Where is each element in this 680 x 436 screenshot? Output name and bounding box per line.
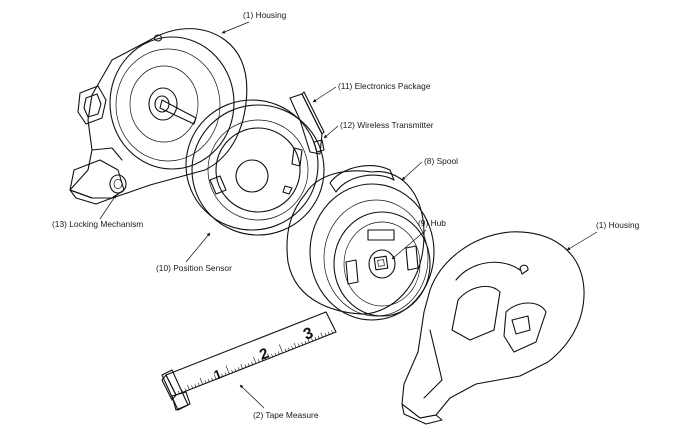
tape-tick (240, 363, 243, 369)
hub (368, 249, 396, 279)
tape-tick (211, 377, 213, 381)
tape-tick (264, 356, 267, 360)
tape-tick (244, 364, 247, 368)
label-position-sensor: (10) Position Sensor (156, 263, 232, 273)
tape-tick (304, 340, 307, 344)
tape-tick (231, 369, 233, 373)
label-tape: (2) Tape Measure (253, 410, 319, 420)
callout-housing-right: (1) Housing (566, 220, 640, 251)
tape-tick (177, 390, 180, 394)
tape-tick (267, 353, 270, 359)
callout-tape: (2) Tape Measure (239, 384, 319, 420)
tape-tick (320, 332, 323, 338)
tape-number-3: 3 (301, 325, 316, 344)
tape-tick (207, 378, 210, 382)
position-sensor (185, 99, 325, 236)
spool (286, 165, 435, 321)
tape-tick (306, 335, 310, 343)
tape-tick (261, 357, 263, 361)
tape-tick (327, 331, 330, 335)
tape-tick (257, 359, 260, 363)
tape-tick (199, 377, 203, 385)
tape-tick (225, 365, 230, 375)
label-housing-top: (1) Housing (243, 10, 287, 20)
housing-right (401, 231, 585, 425)
tape-tick (317, 335, 320, 339)
callout-electronics: (11) Electronics Package (312, 81, 431, 103)
tape-measure: 1 2 3 (161, 311, 337, 411)
tape-tick (237, 367, 240, 371)
tape-tick (331, 330, 333, 334)
tape-tick (277, 351, 280, 355)
tape-tick (247, 363, 250, 367)
callout-housing-top: (1) Housing (221, 10, 287, 34)
tape-tick (301, 342, 303, 346)
housing-left (69, 28, 248, 205)
tape-tick (234, 368, 237, 372)
label-locking: (13) Locking Mechanism (52, 219, 143, 229)
tape-number-2: 2 (257, 345, 271, 364)
tape-tick (274, 352, 277, 356)
label-spool: (8) Spool (424, 156, 458, 166)
callout-position-sensor: (10) Position Sensor (156, 232, 232, 273)
tape-tick (197, 382, 200, 386)
tape-tick (271, 354, 273, 358)
tape-tick (279, 344, 283, 354)
tape-tick (187, 384, 190, 390)
tape-tick (251, 361, 253, 365)
tape-tick (221, 373, 223, 377)
tape-tick (311, 338, 313, 342)
tape-tick (204, 380, 207, 384)
tape-tick (314, 336, 317, 340)
tape-tick (253, 356, 257, 364)
label-wireless: (12) Wireless Transmitter (340, 120, 434, 130)
tape-tick (287, 347, 290, 351)
electronics-package (289, 91, 325, 155)
tape-tick (293, 342, 297, 348)
tape-tick (191, 385, 193, 389)
tape-tick (324, 333, 327, 337)
locking-mechanism (69, 85, 127, 205)
label-housing-right: (1) Housing (596, 220, 640, 230)
label-electronics: (11) Electronics Package (338, 81, 431, 91)
callout-hub: (9) Hub (391, 218, 446, 260)
tape-tick (181, 389, 183, 393)
tape-tick (224, 372, 227, 376)
tape-tick (291, 346, 293, 350)
callout-wireless: (12) Wireless Transmitter (323, 120, 434, 139)
label-hub: (9) Hub (418, 218, 446, 228)
tape-tick (217, 375, 220, 379)
tape-tick (194, 384, 197, 388)
tape-tick (284, 348, 287, 352)
callout-locking: (13) Locking Mechanism (52, 194, 143, 229)
tape-ticks (177, 330, 333, 394)
callout-spool: (8) Spool (401, 156, 458, 181)
wireless-transmitter (313, 139, 325, 153)
tape-tick (184, 388, 187, 392)
tape-tick (297, 343, 300, 347)
tape-tick (213, 374, 217, 380)
